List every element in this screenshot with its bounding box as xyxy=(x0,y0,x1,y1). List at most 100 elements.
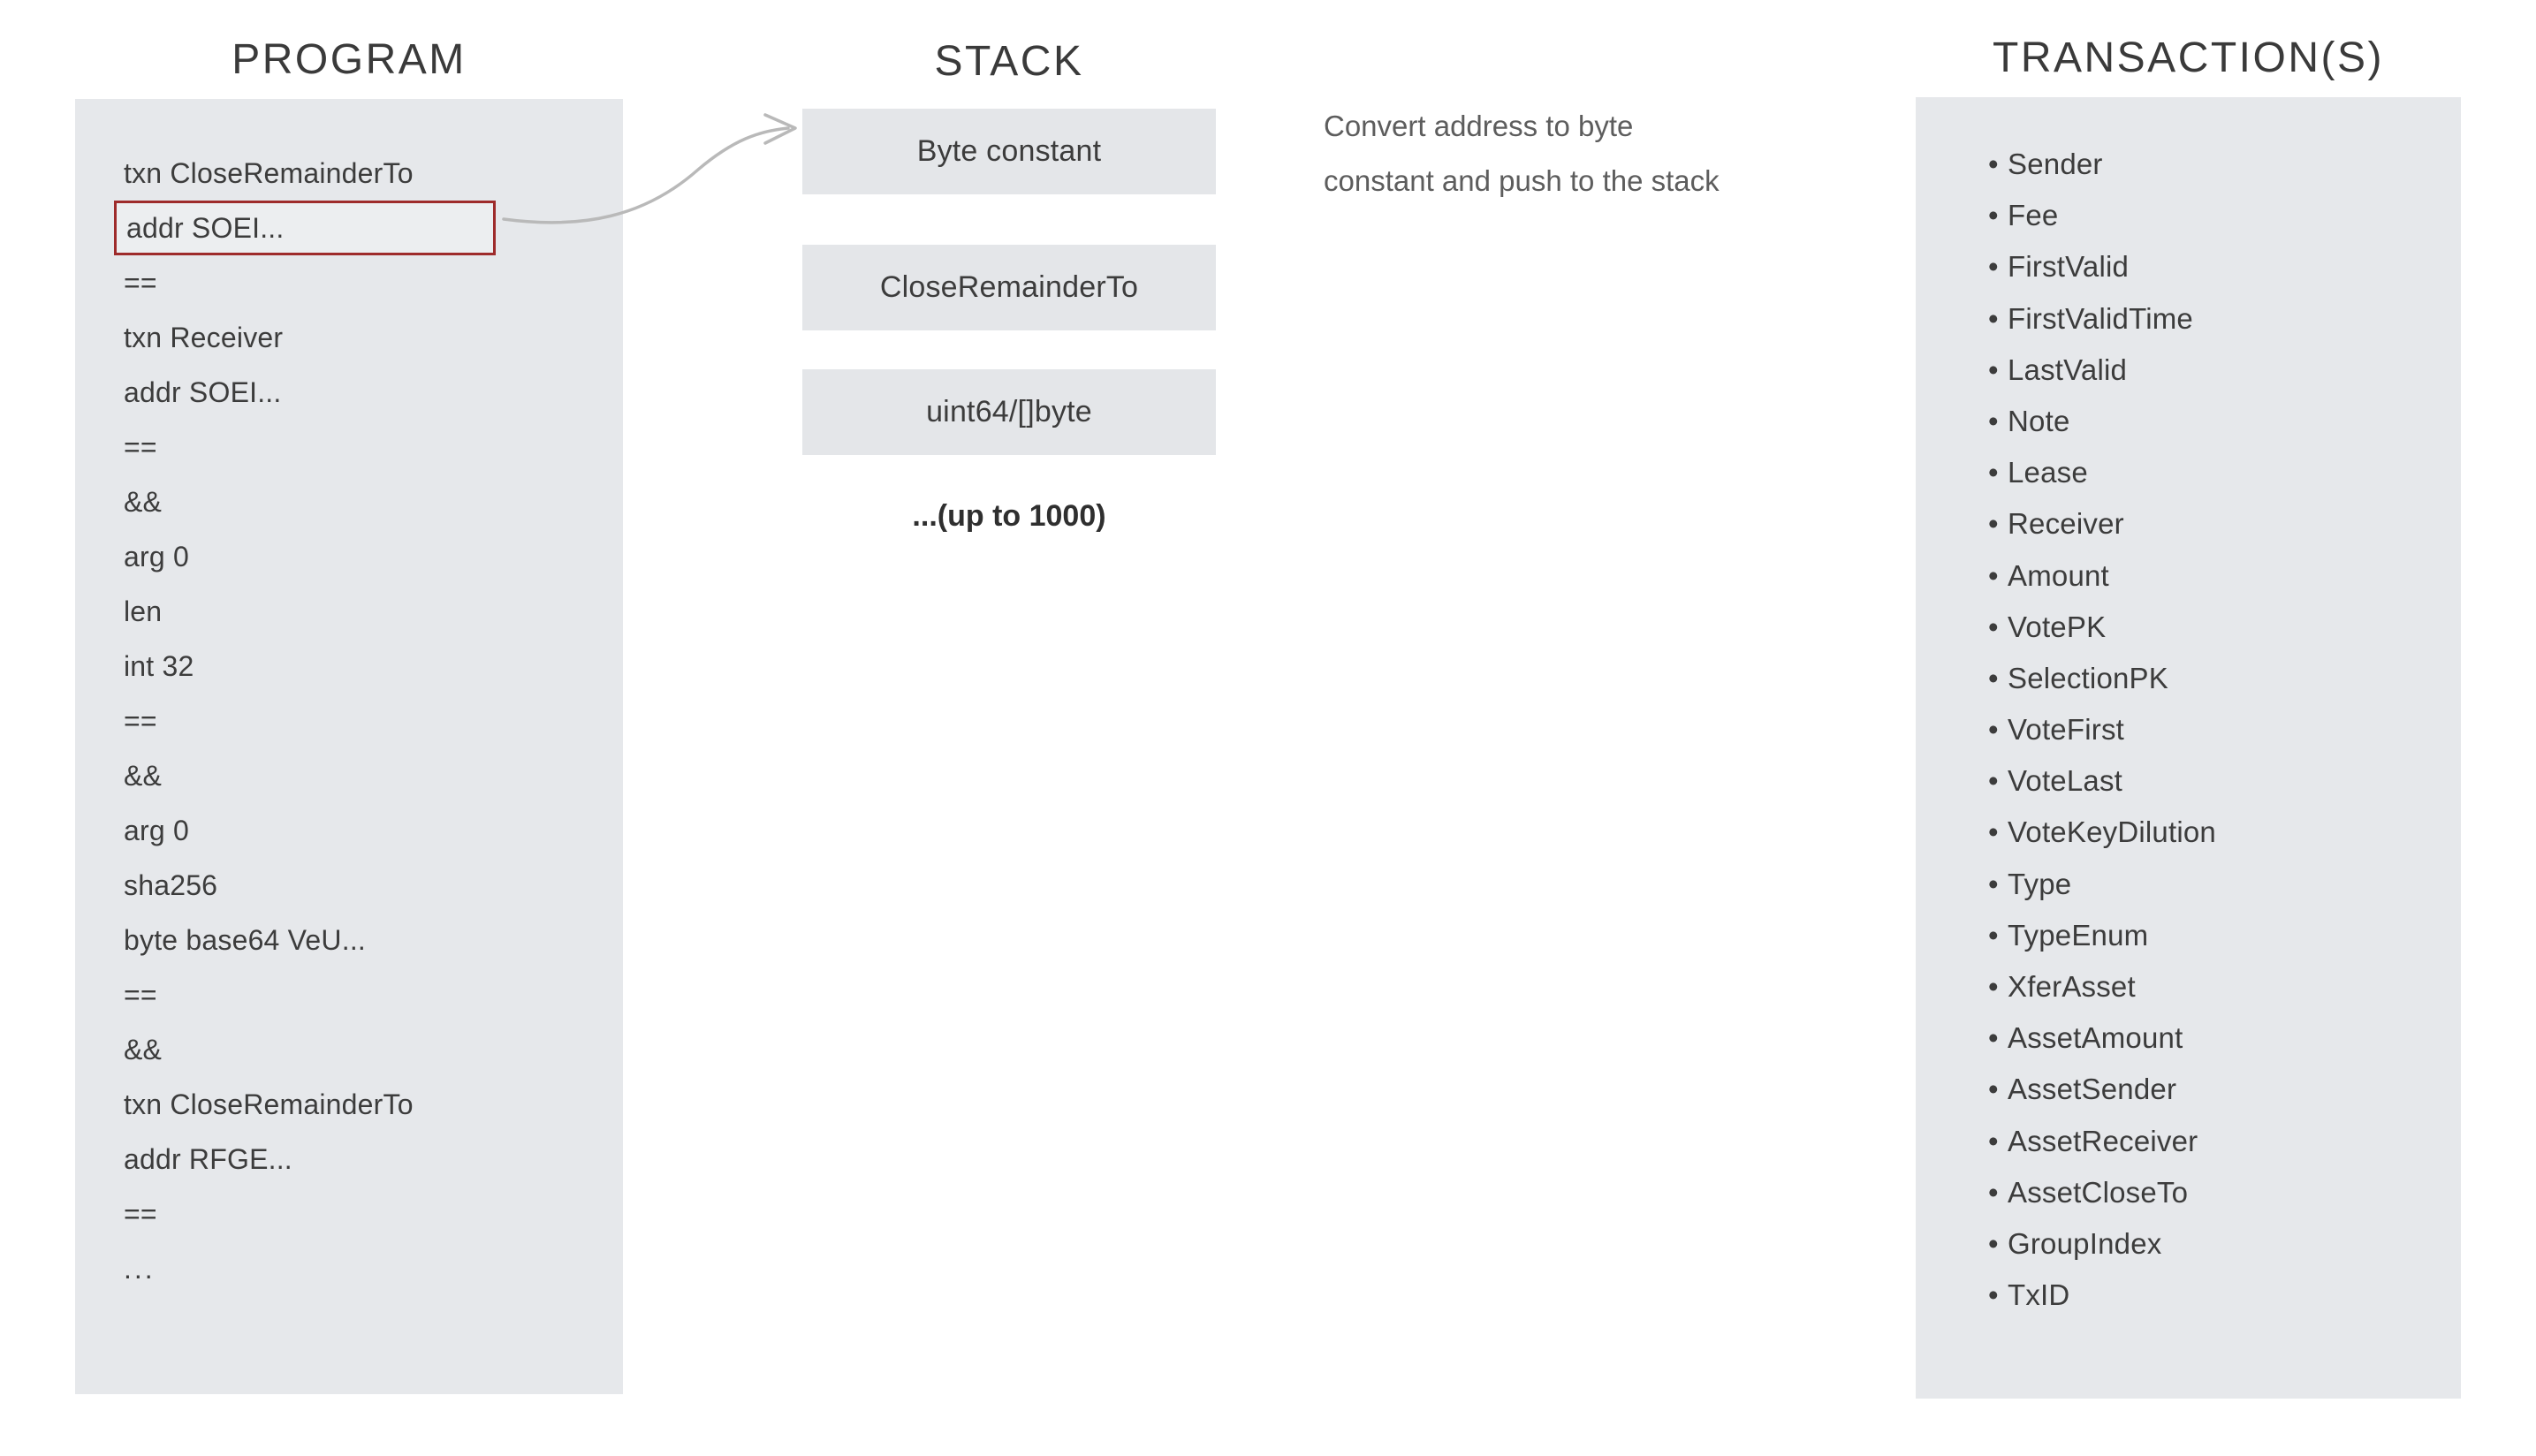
transaction-field-label: AssetSender xyxy=(2008,1073,2177,1106)
transaction-field-item: • VoteKeyDilution xyxy=(1988,807,2448,858)
annotation-note: Convert address to byte constant and pus… xyxy=(1324,99,1818,209)
bullet-icon: • xyxy=(1988,610,1999,643)
transaction-field-item: • Type xyxy=(1988,859,2448,910)
transaction-field-item: • Note xyxy=(1988,396,2448,447)
transaction-field-item: • Fee xyxy=(1988,190,2448,241)
transaction-field-label: Sender xyxy=(2008,148,2103,180)
transaction-field-label: Type xyxy=(2008,867,2072,900)
bullet-icon: • xyxy=(1988,1124,1999,1157)
transaction-field-label: VoteLast xyxy=(2008,764,2123,798)
transaction-field-label: Amount xyxy=(2008,558,2109,592)
bullet-icon: • xyxy=(1988,250,1999,284)
transaction-field-list: •Sender•Fee•FirstValid•FirstValidTime•La… xyxy=(1988,139,2448,1321)
program-line: == xyxy=(124,267,157,299)
stack-capacity-caption: ...(up to 1000) xyxy=(912,499,1106,533)
transaction-field-label: LastValid xyxy=(2008,353,2128,386)
bullet-icon: • xyxy=(1988,764,1999,798)
program-line: && xyxy=(124,486,163,518)
stack-item: CloseRemainderTo xyxy=(802,245,1216,330)
bullet-icon: • xyxy=(1988,661,1999,694)
stack-item: uint64/[]byte xyxy=(802,369,1216,455)
transaction-field-item: • XferAsset xyxy=(1988,961,2448,1012)
program-line: == xyxy=(124,431,157,463)
program-line: ... xyxy=(124,1253,156,1285)
bullet-icon: • xyxy=(1988,353,1999,386)
transaction-field-item: • Sender xyxy=(1988,139,2448,190)
bullet-icon: • xyxy=(1988,1278,1999,1312)
bullet-icon: • xyxy=(1988,558,1999,592)
transaction-field-label: Lease xyxy=(2008,456,2088,489)
program-line: txn CloseRemainderTo xyxy=(124,1088,414,1120)
bullet-icon: • xyxy=(1988,815,1999,849)
transaction-field-item: • FirstValid xyxy=(1988,241,2448,292)
bullet-icon: • xyxy=(1988,867,1999,900)
transaction-field-item: • Amount xyxy=(1988,550,2448,602)
transaction-field-item: • VoteFirst xyxy=(1988,704,2448,755)
transactions-column-title: TRANSACTION(S) xyxy=(1993,34,2384,81)
transaction-field-label: TypeEnum xyxy=(2008,918,2149,952)
bullet-icon: • xyxy=(1988,1226,1999,1260)
program-line-highlighted: addr SOEI... xyxy=(114,201,496,255)
program-line: && xyxy=(124,760,163,792)
transaction-field-label: GroupIndex xyxy=(2008,1226,2162,1260)
program-line: && xyxy=(124,1034,163,1065)
transaction-field-label: SelectionPK xyxy=(2008,661,2168,694)
program-line: txn Receiver xyxy=(124,322,284,353)
transaction-field-label: VotePK xyxy=(2008,610,2107,643)
transaction-field-label: Note xyxy=(2008,404,2070,437)
transaction-field-label: AssetCloseTo xyxy=(2008,1175,2189,1209)
transaction-field-item: • TxID xyxy=(1988,1270,2448,1321)
transactions-panel xyxy=(1916,97,2461,1399)
program-line: addr RFGE... xyxy=(124,1143,292,1175)
program-line: == xyxy=(124,705,157,737)
bullet-icon: • xyxy=(1988,199,1999,232)
program-line: addr SOEI... xyxy=(124,376,282,408)
transaction-field-item: • Lease xyxy=(1988,447,2448,498)
stack-column-title: STACK xyxy=(934,38,1084,85)
bullet-icon: • xyxy=(1988,1073,1999,1106)
bullet-icon: • xyxy=(1988,918,1999,952)
program-line: arg 0 xyxy=(124,815,189,846)
transaction-field-label: VoteKeyDilution xyxy=(2008,815,2216,849)
transaction-field-item: • AssetAmount xyxy=(1988,1012,2448,1064)
transaction-field-item: • Receiver xyxy=(1988,498,2448,550)
transaction-field-label: XferAsset xyxy=(2008,970,2136,1003)
transaction-field-label: Fee xyxy=(2008,199,2059,232)
transaction-field-item: • VotePK xyxy=(1988,602,2448,653)
transaction-field-item: • TypeEnum xyxy=(1988,910,2448,961)
bullet-icon: • xyxy=(1988,148,1999,180)
program-instruction-list: txn CloseRemainderTo addr SOEI... == txn Re… xyxy=(114,146,619,1296)
bullet-icon: • xyxy=(1988,507,1999,541)
transaction-field-item: • AssetSender xyxy=(1988,1064,2448,1115)
transaction-field-label: AssetAmount xyxy=(2008,1021,2183,1055)
transaction-field-label: TxID xyxy=(2008,1278,2070,1312)
transaction-field-label: VoteFirst xyxy=(2008,713,2125,747)
annotation-line-2: constant and push to the stack xyxy=(1324,164,1720,197)
program-line: sha256 xyxy=(124,869,218,901)
program-line: == xyxy=(124,979,157,1011)
annotation-line-1: Convert address to byte xyxy=(1324,110,1634,142)
program-panel xyxy=(75,99,623,1394)
transaction-field-item: • GroupIndex xyxy=(1988,1218,2448,1270)
transaction-field-item: • AssetCloseTo xyxy=(1988,1167,2448,1218)
transaction-field-label: FirstValid xyxy=(2008,250,2130,284)
bullet-icon: • xyxy=(1988,404,1999,437)
transaction-field-item: •FirstValidTime xyxy=(1988,293,2448,345)
transaction-field-item: • AssetReceiver xyxy=(1988,1116,2448,1167)
program-line: len xyxy=(124,595,163,627)
transaction-field-label: FirstValidTime xyxy=(2008,301,2193,335)
transaction-field-item: • VoteLast xyxy=(1988,755,2448,807)
program-line: txn CloseRemainderTo xyxy=(124,157,414,189)
transaction-field-label: AssetReceiver xyxy=(2008,1124,2198,1157)
program-line: arg 0 xyxy=(124,541,189,573)
bullet-icon: • xyxy=(1988,713,1999,747)
bullet-icon: • xyxy=(1988,1175,1999,1209)
program-column-title: PROGRAM xyxy=(232,36,467,83)
transaction-field-item: • LastValid xyxy=(1988,345,2448,396)
bullet-icon: • xyxy=(1988,456,1999,489)
program-line: int 32 xyxy=(124,650,194,682)
transaction-field-item: • SelectionPK xyxy=(1988,653,2448,704)
bullet-icon: • xyxy=(1988,970,1999,1003)
transaction-field-label: Receiver xyxy=(2008,507,2124,541)
bullet-icon: • xyxy=(1988,1021,1999,1055)
